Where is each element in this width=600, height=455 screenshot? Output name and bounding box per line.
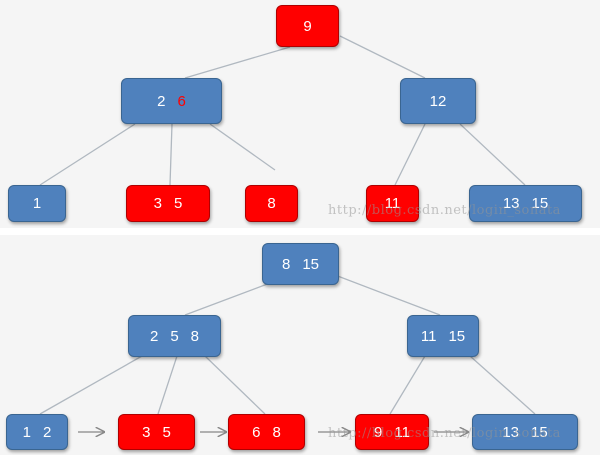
key: 15: [448, 327, 466, 345]
key: 2: [157, 92, 166, 110]
key: 2: [149, 327, 159, 345]
top-leaf-3: 8: [245, 185, 298, 222]
key: 6: [252, 423, 261, 441]
key: 3: [142, 423, 151, 441]
edge-bot-root-left: [184, 282, 271, 316]
top-left-node: 2 6: [121, 78, 222, 124]
key: 15: [531, 423, 548, 441]
key: 5: [174, 195, 183, 212]
key: 1: [32, 195, 42, 212]
top-leaf-1: 1: [8, 185, 66, 222]
bottom-leaf-1: 1 2: [6, 414, 68, 450]
panel-divider: [0, 228, 600, 235]
bottom-leaf-3: 6 8: [228, 414, 305, 450]
key: 9: [374, 423, 383, 441]
key-highlighted: 6: [177, 92, 186, 110]
bottom-leaf-4: 9 11: [355, 414, 429, 450]
key: 8: [267, 195, 276, 212]
key: 3: [153, 195, 162, 212]
key: 13: [502, 423, 519, 441]
bottom-right-node: 11 15: [407, 315, 479, 357]
top-leaf-2: 3 5: [126, 185, 210, 222]
key: 2: [43, 423, 52, 441]
edge-bot-right-leaf5: [469, 355, 536, 415]
edge-top-right-leaf5: [459, 123, 526, 186]
top-right-node: 12: [400, 78, 476, 124]
edge-bot-left-leaf1: [39, 355, 143, 415]
top-root-node: 9: [276, 5, 339, 47]
key: 9: [303, 17, 312, 35]
bottom-leaf-2: 3 5: [118, 414, 195, 450]
key: 8: [281, 255, 291, 273]
key: 11: [384, 195, 401, 212]
edge-top-left-leaf2: [169, 123, 173, 186]
bottom-root-node: 8 15: [262, 243, 339, 285]
key: 8: [272, 423, 281, 441]
edge-top-right-leaf4: [394, 123, 426, 186]
key: 15: [531, 195, 549, 212]
edge-bot-right-leaf4: [389, 355, 426, 415]
key: 13: [502, 195, 520, 212]
key: 12: [429, 92, 447, 110]
top-leaf-5: 13 15: [469, 185, 582, 222]
key: 11: [394, 423, 410, 441]
top-leaf-4: 11: [366, 185, 419, 222]
key: 5: [162, 423, 171, 441]
key: 11: [420, 327, 437, 345]
bottom-left-node: 2 5 8: [128, 315, 221, 357]
edge-top-left-leaf3: [209, 123, 276, 171]
key: 5: [170, 327, 179, 345]
edge-top-root-right: [339, 35, 426, 79]
bottom-leaf-5: 13 15: [472, 414, 578, 450]
edge-bot-left-leaf3: [204, 355, 266, 415]
edge-top-left-leaf1: [39, 123, 136, 186]
key: 8: [190, 327, 200, 345]
key: 15: [302, 255, 320, 273]
edge-top-root-left: [184, 46, 291, 79]
edge-bot-root-right: [334, 274, 441, 316]
edge-bot-left-leaf2: [157, 355, 178, 415]
key: 1: [22, 423, 31, 441]
